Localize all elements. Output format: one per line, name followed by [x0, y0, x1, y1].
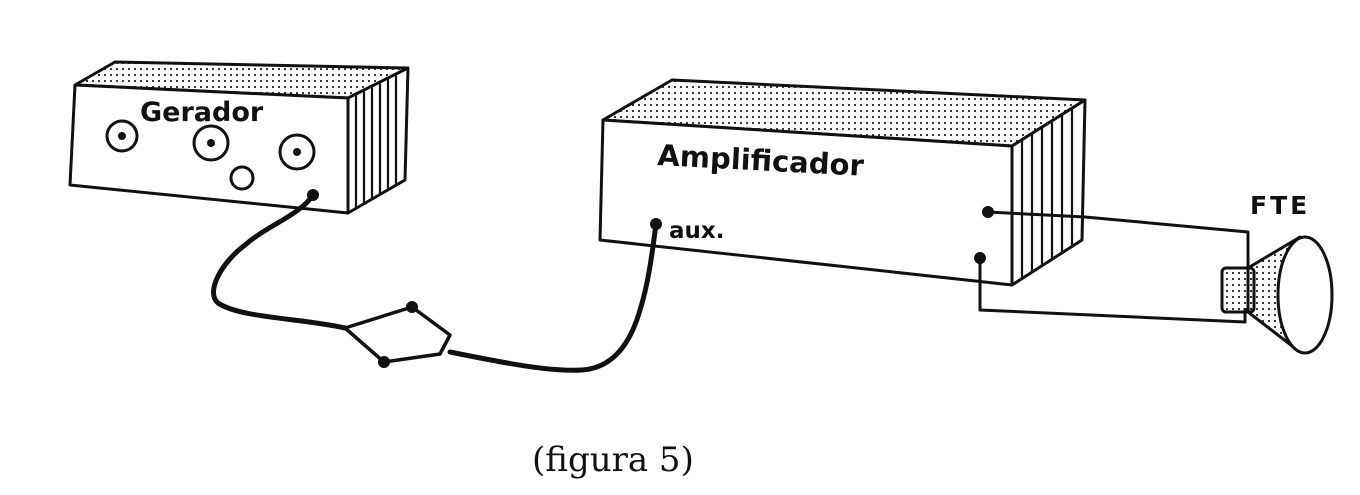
generator-knobs	[105, 119, 316, 191]
amplifier-heatsink-fins	[1020, 108, 1074, 279]
amplifier-aux-terminal	[650, 218, 662, 230]
attenuator-body	[343, 305, 452, 364]
generator-label: Gerador	[140, 97, 264, 128]
figure-caption: (figura 5)	[532, 440, 694, 480]
knob-icon	[229, 165, 255, 191]
attenuator-probe	[343, 305, 452, 364]
generator-heatsink-fins	[354, 74, 398, 208]
amplifier-box	[598, 78, 1087, 287]
speaker-wires	[978, 210, 1250, 324]
speaker-rim	[1276, 235, 1334, 355]
speaker-label: FTE	[1250, 191, 1310, 220]
input-cable	[211, 192, 659, 373]
amplifier-aux-label: aux.	[669, 218, 724, 244]
speaker-icon	[1220, 235, 1334, 355]
amplifier-side-face	[1010, 98, 1087, 287]
generator-output-terminal	[307, 189, 319, 201]
